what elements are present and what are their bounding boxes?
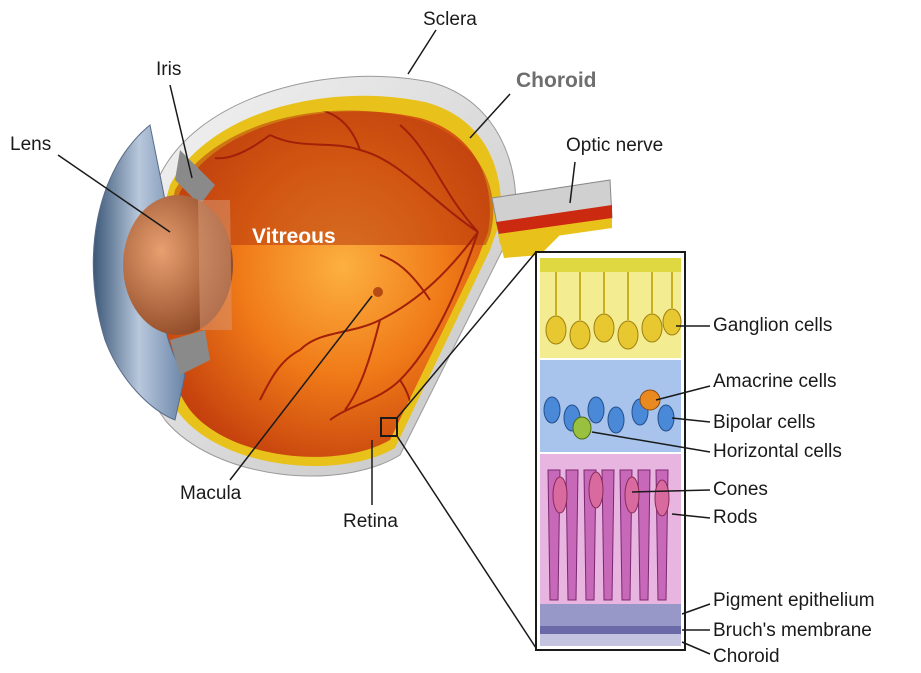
label-lens: Lens (10, 135, 51, 154)
label-retina: Retina (343, 512, 398, 531)
label-iris: Iris (156, 60, 181, 79)
label-amacrine-cells: Amacrine cells (713, 372, 837, 391)
label-ganglion-cells: Ganglion cells (713, 316, 832, 335)
label-bruchs-membrane: Bruch's membrane (713, 621, 872, 640)
label-optic-nerve: Optic nerve (566, 136, 663, 155)
label-sclera: Sclera (423, 10, 477, 29)
label-choroid-bottom: Choroid (713, 647, 780, 666)
label-vitreous: Vitreous (252, 226, 336, 247)
label-pigment-epithelium: Pigment epithelium (713, 591, 875, 610)
label-horizontal-cells: Horizontal cells (713, 442, 842, 461)
label-cones: Cones (713, 480, 768, 499)
label-choroid-top: Choroid (516, 70, 596, 91)
macula-spot (373, 287, 383, 297)
label-rods: Rods (713, 508, 757, 527)
label-bipolar-cells: Bipolar cells (713, 413, 815, 432)
retina-layer-inset (536, 252, 685, 650)
label-macula: Macula (180, 484, 241, 503)
